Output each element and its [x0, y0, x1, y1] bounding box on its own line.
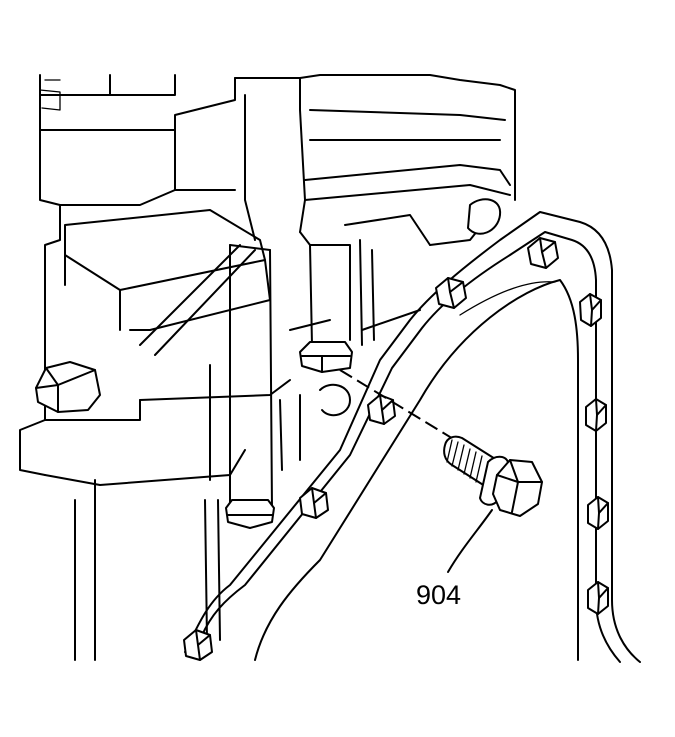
vertical-tube — [204, 244, 275, 641]
installation-axis-line — [339, 369, 456, 441]
bracket-hex-bolt — [35, 361, 101, 413]
pan-flange-bolt-7 — [587, 496, 609, 530]
pan-flange-bolt-1 — [527, 237, 559, 269]
pan-flange-bolt-6 — [299, 487, 329, 519]
oil-pan-flange — [184, 211, 641, 663]
engine-block-casting — [39, 74, 516, 346]
lower-case — [74, 309, 421, 661]
exploded-bolt-904 — [443, 435, 543, 517]
sensor-fitting — [299, 231, 353, 373]
pan-flange-bolt-9 — [183, 629, 213, 661]
pan-flange-bolt-2 — [435, 277, 467, 309]
mounting-bracket — [19, 209, 291, 486]
pan-flange-bolt-8 — [587, 581, 609, 615]
callout-label-904: 904 — [416, 580, 461, 610]
pan-flange-bolt-4 — [367, 394, 396, 425]
pan-flange-bolt-3 — [579, 293, 602, 327]
callout-leader-line — [447, 509, 493, 573]
pan-flange-bolt-5 — [585, 398, 607, 432]
